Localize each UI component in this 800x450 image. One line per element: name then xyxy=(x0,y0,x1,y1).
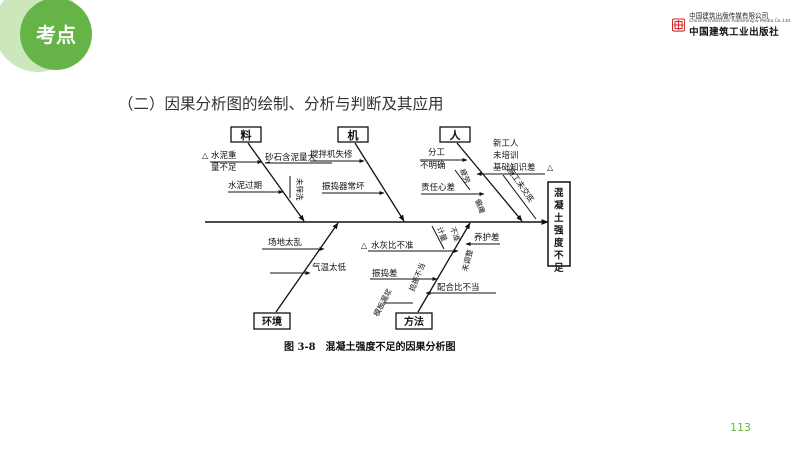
effect-char: 混 xyxy=(554,187,564,199)
category-box-environment xyxy=(253,312,291,330)
effect-char: 足 xyxy=(554,263,564,274)
cause-vibrating: 振捣差 xyxy=(372,268,398,279)
cause-new-workers-3: 基础知识差 xyxy=(493,162,536,173)
cause-vibrator-broken: 振捣器常坏 xyxy=(322,181,365,192)
marker-new-workers: △ xyxy=(547,163,554,172)
publisher-emblem-icon xyxy=(672,18,686,32)
topic-badge: 考点 xyxy=(0,0,110,75)
effect-char: 土 xyxy=(554,212,564,224)
cause-new-workers-2: 未培训 xyxy=(493,150,519,161)
effect-char: 强 xyxy=(554,226,564,237)
cause-site-mess: 场地太乱 xyxy=(268,237,303,248)
cause-calc-1: 计量 xyxy=(435,225,450,243)
cause-division-2: 不明确 xyxy=(420,160,446,171)
category-people: 人 xyxy=(450,128,462,142)
badge-label: 考点 xyxy=(36,23,76,47)
cause-cement-weight-1: 水泥重 xyxy=(211,150,237,161)
cause-wc-ratio: 水灰比不准 xyxy=(371,240,414,251)
cause-mix-improper: 配合比不当 xyxy=(437,282,480,293)
cause-new-workers-1: 新工人 xyxy=(493,138,519,149)
badge-circle xyxy=(20,0,92,70)
effect-label: 混凝土强度不足 xyxy=(554,187,564,274)
effect-char: 凝 xyxy=(554,200,564,212)
marker-cement: △ xyxy=(202,151,209,160)
category-box-method xyxy=(395,312,433,330)
effect-char: 不 xyxy=(554,251,564,262)
category-box-material xyxy=(230,126,262,143)
cause-cement-expired: 水泥过期 xyxy=(228,180,262,191)
cause-curing: 养护差 xyxy=(474,232,500,243)
cause-sand-mud: 砂石含泥量大 xyxy=(265,152,317,163)
bone-material xyxy=(247,142,305,222)
category-method: 方法 xyxy=(404,315,424,328)
bone-people xyxy=(456,142,523,222)
figure-caption: 图 3-8 混凝土强度不足的因果分析图 xyxy=(284,340,456,353)
bone-environment xyxy=(275,222,339,313)
category-machine: 机 xyxy=(348,128,359,142)
cause-cement-weight-2: 量不足 xyxy=(211,163,237,173)
cause-temp-low: 气温太低 xyxy=(312,262,347,273)
category-environment: 环境 xyxy=(262,315,282,328)
publisher-press-name: 中国建筑工业出版社 xyxy=(689,26,780,38)
cause-calc-2: 不准 xyxy=(448,225,463,243)
cause-fatigue: 疲劳 xyxy=(458,167,473,185)
cause-mixer-disrepair: 搅拌机失修 xyxy=(310,149,353,160)
category-box-machine xyxy=(337,126,369,143)
category-material: 料 xyxy=(241,128,252,142)
publisher-name-cn: 中国建筑出版传媒有限公司 xyxy=(689,11,769,20)
effect-box xyxy=(547,181,571,267)
cause-division-1: 分工 xyxy=(428,148,446,158)
cause-form-process: 捣振不当 xyxy=(407,261,428,293)
cause-form-leak: 模板漏浆 xyxy=(371,286,394,318)
bone-machine xyxy=(354,142,405,222)
category-box-people xyxy=(439,126,471,143)
publisher-name-en: China Architecture Publishing & Media Co… xyxy=(689,19,790,25)
publisher-logo: 中国建筑出版传媒有限公司 China Architecture Publishi… xyxy=(672,8,790,42)
cause-not-adjusted: 未调整 xyxy=(459,248,475,273)
cause-not-washed: 未筛洗 xyxy=(295,178,305,201)
marker-wc-ratio: △ xyxy=(361,241,368,250)
cause-sick: 偏瘫 xyxy=(473,197,488,215)
arrow-fatigue xyxy=(454,169,471,191)
cause-responsibility: 责任心差 xyxy=(421,182,455,193)
arrow-no-briefing xyxy=(502,174,537,220)
bone-method xyxy=(417,222,471,313)
effect-char: 度 xyxy=(554,237,564,249)
arrow-calc xyxy=(431,225,445,250)
section-title: （二）因果分析图的绘制、分析与判断及其应用 xyxy=(118,95,444,113)
arrow-sand-to-bone xyxy=(264,161,271,164)
page-number: 113 xyxy=(730,421,751,434)
